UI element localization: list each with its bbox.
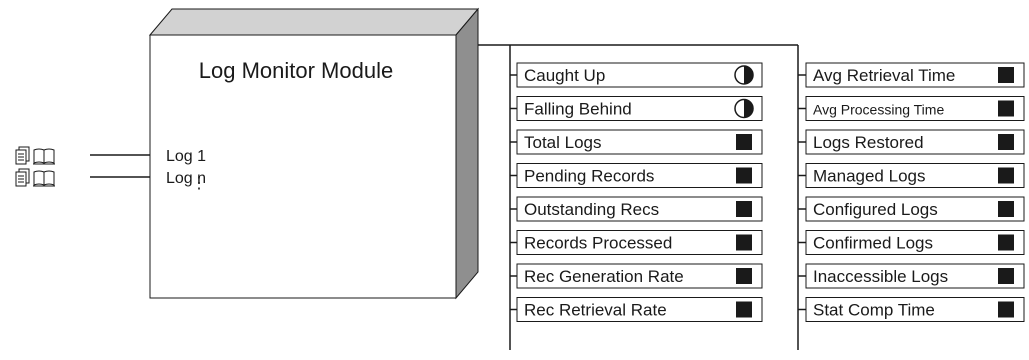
register-label: Total Logs — [524, 133, 602, 152]
register-label: Rec Generation Rate — [524, 267, 684, 286]
register-box — [516, 129, 763, 155]
log-file-icon — [15, 168, 30, 187]
module-title: Log Monitor Module — [199, 58, 393, 83]
register-label: Rec Retrieval Rate — [524, 301, 667, 320]
register-box — [516, 62, 763, 88]
input-ellipsis: ⋮ — [191, 175, 207, 192]
numeric-marker-icon — [736, 134, 752, 150]
register-label: Avg Processing Time — [813, 102, 944, 118]
register-box — [805, 263, 1025, 289]
output-register: Avg Processing Time — [798, 96, 1025, 121]
output-register: Outstanding Recs — [510, 196, 763, 222]
numeric-marker-icon — [736, 201, 752, 217]
log-book-icon — [33, 170, 55, 187]
register-box — [805, 230, 1025, 255]
register-label: Falling Behind — [524, 100, 632, 119]
numeric-marker-icon — [998, 201, 1014, 217]
numeric-marker-icon — [998, 100, 1014, 117]
output-register: Inaccessible Logs — [798, 263, 1025, 289]
input-label: Log n — [166, 170, 206, 187]
output-register: Stat Comp Time — [798, 297, 1025, 322]
register-box — [805, 129, 1025, 155]
module-top-face — [148, 8, 480, 36]
register-box — [805, 96, 1025, 121]
numeric-marker-icon — [998, 67, 1014, 83]
register-label: Inaccessible Logs — [813, 267, 948, 286]
input-label: Log 1 — [166, 148, 206, 165]
register-label: Records Processed — [524, 234, 672, 253]
output-register: Avg Retrieval Time — [798, 62, 1025, 88]
output-register: Managed Logs — [798, 163, 1025, 188]
numeric-marker-icon — [998, 301, 1014, 318]
output-register: Configured Logs — [798, 196, 1025, 222]
register-label: Caught Up — [524, 66, 605, 85]
register-box — [516, 263, 763, 289]
numeric-marker-icon — [736, 301, 752, 318]
register-label: Confirmed Logs — [813, 234, 933, 253]
input-log-1: Log 1 — [15, 146, 206, 165]
numeric-marker-icon — [736, 167, 752, 184]
numeric-marker-icon — [998, 134, 1014, 150]
register-box — [805, 297, 1025, 322]
register-label: Logs Restored — [813, 133, 924, 152]
module-front-face — [149, 34, 457, 299]
register-box — [516, 163, 763, 188]
numeric-marker-icon — [736, 268, 752, 284]
register-box — [516, 230, 763, 255]
output-register: Caught Up — [510, 62, 763, 88]
register-label: Avg Retrieval Time — [813, 66, 955, 85]
register-label: Stat Comp Time — [813, 301, 935, 320]
output-register: Confirmed Logs — [798, 230, 1025, 255]
register-label: Configured Logs — [813, 200, 938, 219]
register-label: Managed Logs — [813, 167, 925, 186]
numeric-marker-icon — [736, 234, 752, 251]
output-register: Records Processed — [510, 230, 763, 255]
register-box — [805, 196, 1025, 222]
register-box — [516, 196, 763, 222]
log-file-icon — [15, 146, 30, 165]
register-box — [516, 96, 763, 121]
output-register: Logs Restored — [798, 129, 1025, 155]
register-label: Outstanding Recs — [524, 200, 659, 219]
output-connector — [478, 44, 799, 350]
register-label: Pending Records — [524, 167, 654, 186]
output-register: Pending Records — [510, 163, 763, 188]
log-book-icon — [33, 148, 55, 165]
boolean-marker-fill — [744, 99, 753, 118]
output-register: Rec Retrieval Rate — [510, 297, 763, 322]
register-box — [805, 163, 1025, 188]
boolean-marker-fill — [744, 66, 753, 84]
register-box — [516, 297, 763, 322]
input-log-n: Log n — [15, 168, 206, 187]
output-register: Falling Behind — [510, 96, 763, 121]
module-side-face — [455, 7, 479, 300]
output-register: Total Logs — [510, 129, 763, 155]
numeric-marker-icon — [998, 268, 1014, 284]
register-box — [805, 62, 1025, 88]
numeric-marker-icon — [998, 167, 1014, 184]
numeric-marker-icon — [998, 234, 1014, 251]
module-block: Log Monitor Module — [148, 7, 480, 300]
output-register: Rec Generation Rate — [510, 263, 763, 289]
